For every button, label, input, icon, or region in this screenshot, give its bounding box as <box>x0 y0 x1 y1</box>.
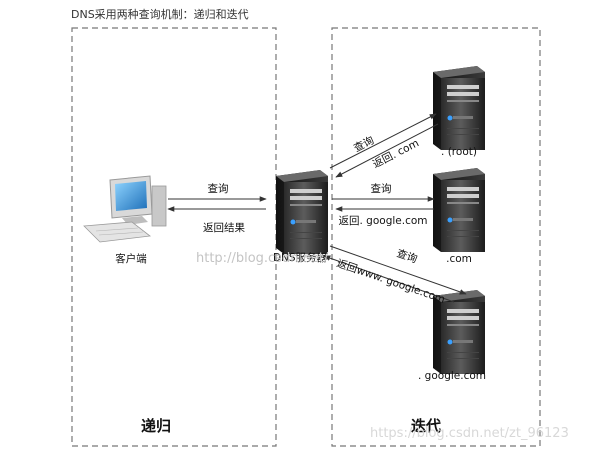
com-return-label: 返回. google.com <box>339 215 428 227</box>
center-watermark: http://blog.csdn.net/ <box>196 251 329 266</box>
google-return-arrow <box>323 255 455 303</box>
com-query-label: 查询 <box>371 182 392 195</box>
iterative-title: 迭代 <box>411 417 441 435</box>
google-server-label: . google.com <box>418 370 486 382</box>
diagram-caption: DNS采用两种查询机制：递归和迭代 <box>71 8 249 21</box>
root-server-icon <box>433 66 485 150</box>
root-query-label: 查询 <box>351 134 376 155</box>
client-query-label: 查询 <box>208 182 229 195</box>
com-server-icon <box>433 168 485 252</box>
com-server-label: .com <box>446 253 472 265</box>
client-return-label: 返回结果 <box>203 221 245 234</box>
root-query-arrow <box>329 113 437 169</box>
google-query-arrow <box>329 245 467 295</box>
root-return-arrow <box>335 123 439 178</box>
dns-server-label: DNS服务器 <box>273 251 328 264</box>
recursive-title: 递归 <box>141 417 171 435</box>
root-return-label: 返回. com <box>371 137 421 170</box>
dns-server-icon <box>276 170 328 254</box>
client-label: 客户端 <box>115 252 147 265</box>
root-server-label: . (root) <box>441 146 477 158</box>
iterative-section-box <box>331 27 541 447</box>
client-computer-icon <box>83 175 167 243</box>
google-query-label: 查询 <box>395 247 419 266</box>
bottom-watermark: https://blog.csdn.net/zt_96123 <box>370 426 569 441</box>
